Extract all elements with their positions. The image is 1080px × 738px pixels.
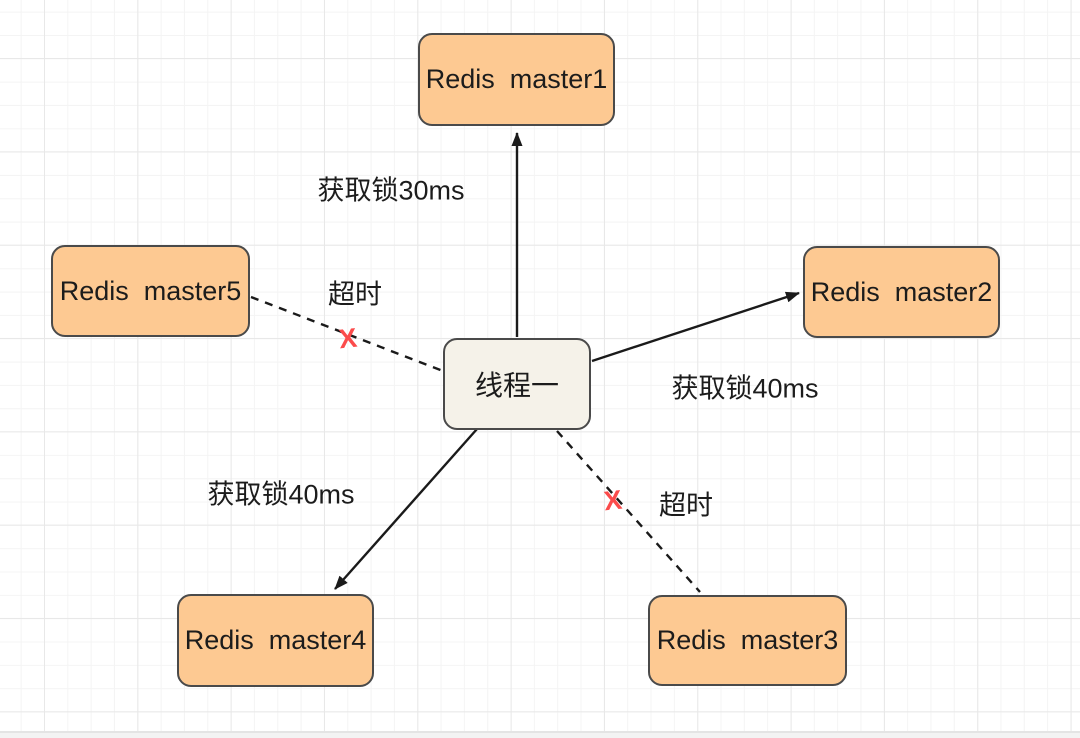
node-thread-1[interactable]: 线程一 <box>443 338 591 430</box>
edge-label-acquire-lock-40ms-right: 获取锁40ms <box>671 373 819 404</box>
edge-thread-to-master2 <box>591 291 800 363</box>
canvas-bottom-edge <box>0 731 1080 738</box>
edge-thread-to-master4 <box>334 428 478 590</box>
edge-label-acquire-lock-40ms-left: 获取锁40ms <box>207 479 355 510</box>
node-redis-master4[interactable]: Redis master4 <box>177 594 374 687</box>
node-redis-master3[interactable]: Redis master3 <box>648 595 847 686</box>
node-redis-master5[interactable]: Redis master5 <box>51 245 250 337</box>
node-thread-1-label: 线程一 <box>474 370 559 401</box>
edge-label-timeout-right: 超时 <box>659 490 713 521</box>
node-redis-master5-label: Redis master5 <box>59 275 242 306</box>
node-redis-master1[interactable]: Redis master1 <box>418 33 615 126</box>
edge-label-timeout-left: 超时 <box>328 279 382 310</box>
node-redis-master2-label: Redis master2 <box>810 276 993 307</box>
node-redis-master3-label: Redis master3 <box>656 625 839 655</box>
edge-label-acquire-lock-30ms: 获取锁30ms <box>317 175 465 206</box>
node-redis-master2[interactable]: Redis master2 <box>803 246 1000 338</box>
timeout-x-icon-right: X <box>602 484 624 517</box>
node-redis-master4-label: Redis master4 <box>184 625 367 655</box>
timeout-x-icon-left: X <box>337 322 359 355</box>
node-redis-master1-label: Redis master1 <box>425 64 608 94</box>
